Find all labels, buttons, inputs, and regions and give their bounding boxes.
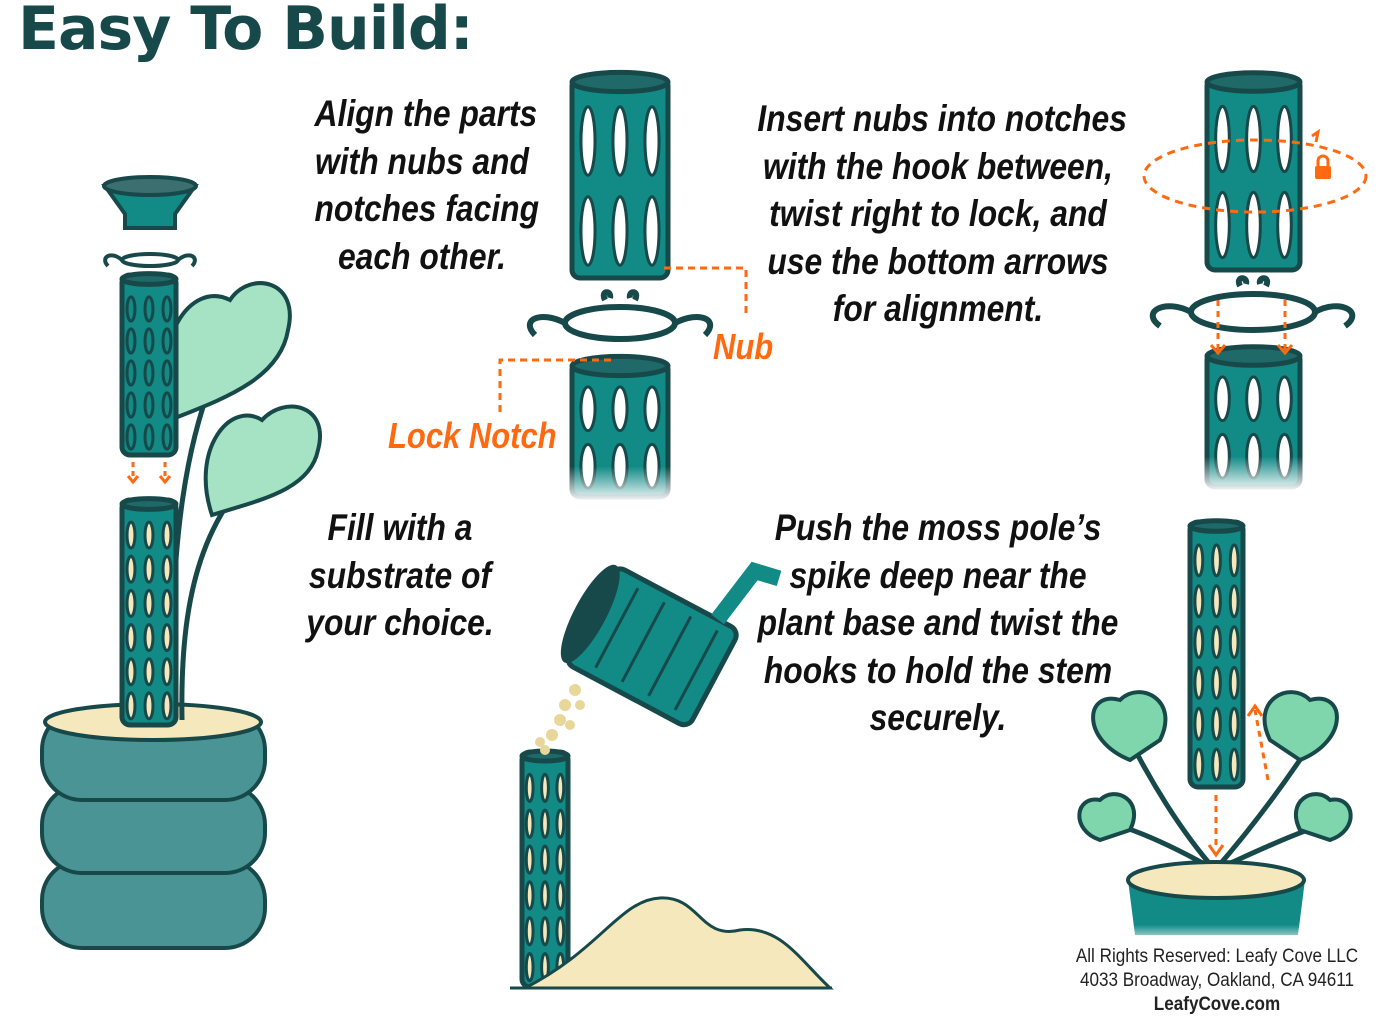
funnel <box>101 175 199 230</box>
step-line: securely. <box>869 697 1007 738</box>
pot-left <box>40 702 267 950</box>
step-line: for alignment. <box>832 288 1044 329</box>
plant-left-leaves <box>162 281 322 721</box>
step-line: spike deep near the <box>789 554 1087 596</box>
tube-left-lower <box>119 496 179 728</box>
step-line: with nubs and <box>315 140 529 182</box>
substrate-pile <box>510 896 834 990</box>
watering-can <box>560 561 782 728</box>
step-line: each other. <box>337 235 506 277</box>
hook-ring-step2 <box>1149 275 1356 333</box>
nub-connector <box>498 266 748 412</box>
tube-step1-upper <box>569 69 671 281</box>
step-line: your choice. <box>306 602 494 643</box>
substrate-stream <box>535 684 585 755</box>
hook-ring-step1 <box>526 289 714 342</box>
step-line: Align the parts <box>314 93 538 134</box>
step-line: Fill with a <box>327 507 473 548</box>
step-line: Push the moss pole’s <box>774 507 1102 548</box>
tube-step3 <box>519 748 571 990</box>
rights-text: All Rights Reserved: Leafy Cove LLC <box>1075 946 1359 967</box>
tube-step2-upper <box>1204 70 1303 273</box>
lock-icon <box>1315 154 1331 179</box>
step-line: twist right to lock, and <box>769 193 1107 234</box>
step-line: notches facing <box>314 188 540 229</box>
rotation-indicator <box>1142 128 1368 214</box>
step-line: use the bottom arrows <box>767 240 1109 282</box>
plant-right <box>1077 690 1353 945</box>
step-line: with the hook between, <box>762 145 1114 187</box>
hook-ring <box>103 252 197 268</box>
alignment-arrows-step2 <box>1209 300 1294 356</box>
lock-notch-label: Lock Notch <box>388 415 557 456</box>
step-line: Insert nubs into notches <box>757 98 1127 139</box>
step-line: substrate of <box>308 554 492 596</box>
tube-step4 <box>1187 518 1246 790</box>
step-fill-text: Fill with a substrate of your choice. <box>305 504 494 647</box>
step-line: hooks to hold the stem <box>763 649 1113 691</box>
footer: All Rights Reserved: Leafy Cove LLC 4033… <box>1073 945 1361 1017</box>
tube-left-upper <box>119 271 179 458</box>
tube-step2-lower <box>1203 344 1304 493</box>
alignment-arrows <box>126 462 172 485</box>
push-arrows <box>1207 703 1270 858</box>
step-insert-text: Insert nubs into notches with the hook b… <box>757 95 1127 333</box>
nub-label: Nub <box>713 326 774 367</box>
step-line: plant base and twist the <box>757 602 1119 643</box>
address-text: 4033 Broadway, Oakland, CA 94611 <box>1079 970 1355 991</box>
step-push-text: Push the moss pole’s spike deep near the… <box>757 504 1119 742</box>
step-align-text: Align the parts with nubs and notches fa… <box>314 90 540 280</box>
website-link: LeafyCove.com <box>1153 994 1281 1015</box>
tube-step1-lower <box>568 353 672 503</box>
page-title: Easy To Build: <box>18 0 474 64</box>
